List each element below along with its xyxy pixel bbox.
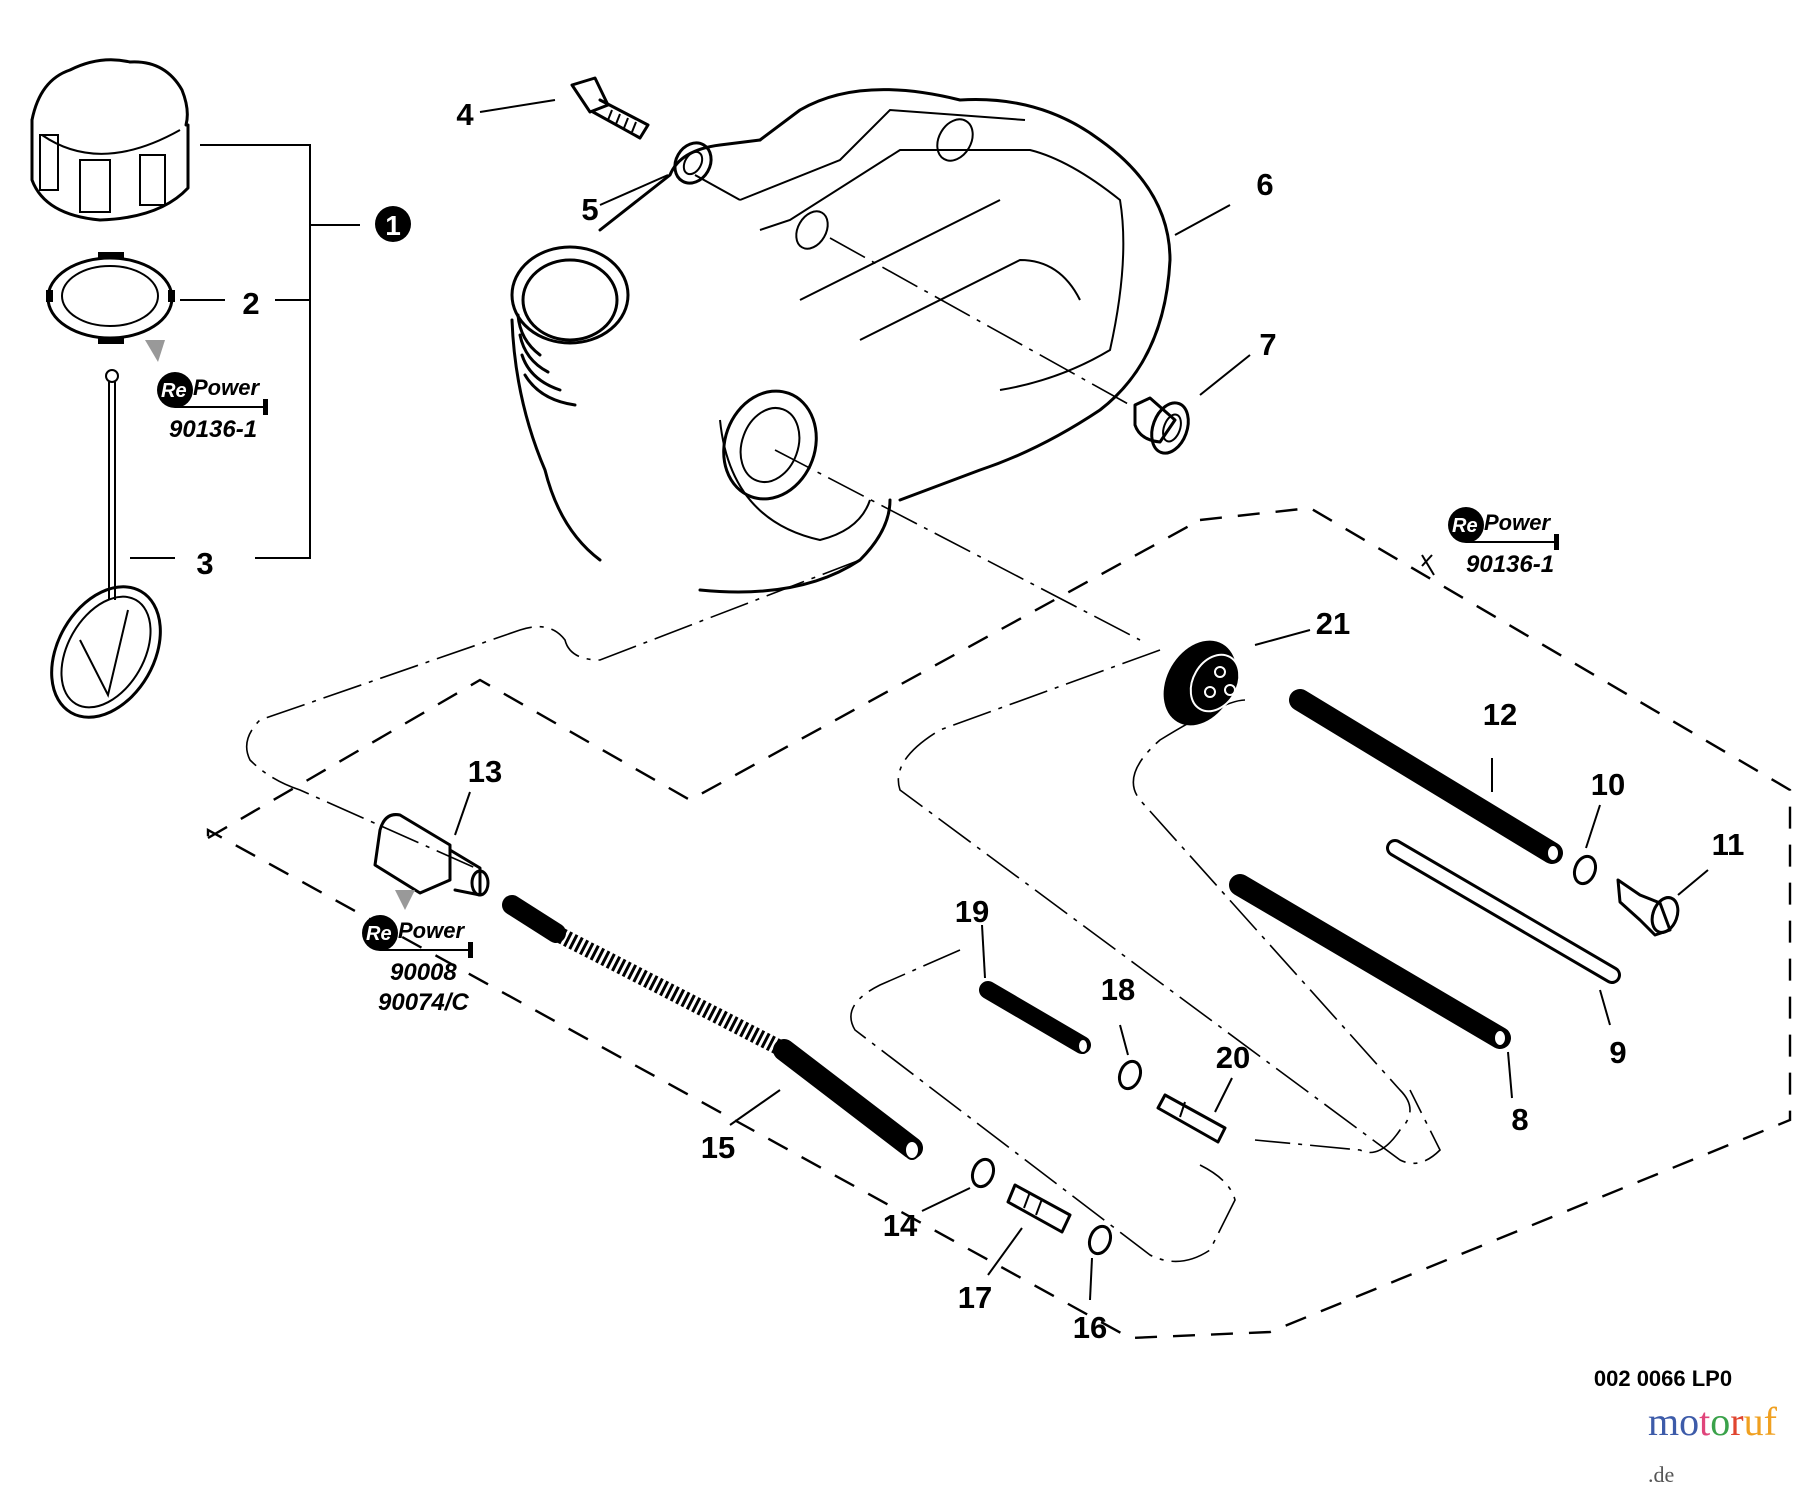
part-label-17: 17 — [958, 1280, 992, 1315]
assembly-bracket — [130, 144, 360, 559]
cap-retainer-strap[interactable] — [29, 369, 182, 737]
hose-connector-20[interactable] — [1156, 1093, 1227, 1144]
o-ring-16[interactable] — [1086, 1223, 1114, 1256]
fuel-pickup-hose[interactable] — [502, 895, 923, 1160]
repower-kit-boundary — [206, 506, 1792, 1340]
fuel-cap[interactable] — [30, 58, 190, 222]
watermark-letter: f — [1763, 1399, 1777, 1444]
part-label-14: 14 — [883, 1208, 918, 1243]
part-label-5: 5 — [581, 192, 598, 227]
assembly-centerlines — [694, 174, 1141, 641]
drawing-code: 002 0066 LP0 — [1594, 1366, 1732, 1391]
breather-fitting[interactable] — [1616, 878, 1682, 937]
svg-text:Re: Re — [161, 380, 187, 402]
part-label-13: 13 — [468, 754, 502, 789]
part-label-21: 21 — [1316, 606, 1350, 641]
vent-hose[interactable] — [1386, 839, 1621, 984]
part-label-20: 20 — [1216, 1040, 1250, 1075]
repower-badge: Re Power 90136-1 — [157, 372, 268, 443]
parts-diagram: 1 — [29, 58, 1792, 1391]
callout-leaders — [454, 99, 1709, 1301]
o-ring-14[interactable] — [969, 1156, 997, 1189]
fuel-hose-12[interactable] — [1289, 689, 1563, 864]
watermark-letter: t — [1699, 1399, 1711, 1444]
watermark-letter: m — [1648, 1399, 1680, 1444]
washer[interactable] — [668, 136, 718, 189]
watermark-letter: o — [1679, 1399, 1700, 1444]
hose-routing-outline — [245, 559, 1441, 1263]
pointer-triangle — [145, 340, 165, 362]
o-ring-18[interactable] — [1116, 1058, 1144, 1091]
fuel-hose-19[interactable] — [979, 981, 1091, 1054]
watermark-letter: u — [1743, 1399, 1764, 1444]
watermark-suffix: .de — [1648, 1462, 1675, 1487]
repower-code: 90008 — [390, 959, 457, 986]
part-label-12: 12 — [1483, 697, 1517, 732]
repower-code: 90136-1 — [1466, 551, 1554, 578]
svg-text:Power: Power — [398, 918, 465, 943]
part-label-6: 6 — [1256, 167, 1273, 202]
part-label-3: 3 — [196, 546, 213, 581]
assembly-marker-label: 1 — [385, 210, 401, 241]
part-label-16: 16 — [1073, 1310, 1107, 1345]
part-label-19: 19 — [955, 894, 989, 929]
fuel-filter[interactable] — [373, 813, 490, 897]
assembly-marker — [375, 206, 411, 242]
repower-code: 90074/C — [378, 989, 469, 1016]
watermark-logo: motoruf .de — [1648, 1398, 1800, 1492]
part-label-4: 4 — [456, 97, 474, 132]
pointer-triangle — [395, 890, 415, 910]
tank-grommet[interactable] — [1133, 396, 1195, 458]
part-label-11: 11 — [1712, 827, 1745, 862]
repower-badge: Re Power 90008 90074/C — [362, 915, 473, 1016]
part-label-7: 7 — [1259, 327, 1276, 362]
hose-grommet[interactable] — [1149, 628, 1251, 739]
part-label-18: 18 — [1101, 972, 1135, 1007]
watermark-letter: r — [1730, 1399, 1744, 1444]
o-ring-10[interactable] — [1571, 853, 1599, 886]
part-label-8: 8 — [1511, 1102, 1528, 1137]
part-label-10: 10 — [1591, 767, 1625, 802]
hose-connector-17[interactable] — [1006, 1183, 1072, 1234]
fuel-tank-body[interactable] — [510, 88, 1172, 594]
repower-badge: Re Power 90136-1 — [1448, 507, 1559, 578]
cap-gasket-ring[interactable] — [46, 252, 175, 344]
fuel-hose-8[interactable] — [1229, 874, 1511, 1049]
part-label-15: 15 — [701, 1130, 735, 1165]
repower-code: 90136-1 — [169, 416, 257, 443]
svg-text:Re: Re — [366, 923, 392, 945]
svg-text:Power: Power — [193, 375, 260, 400]
part-label-2: 2 — [242, 286, 259, 321]
mounting-bolt[interactable] — [570, 76, 650, 140]
svg-text:Re: Re — [1452, 515, 1478, 537]
svg-text:Power: Power — [1484, 510, 1551, 535]
part-label-9: 9 — [1609, 1035, 1626, 1070]
watermark-letter: o — [1710, 1399, 1731, 1444]
